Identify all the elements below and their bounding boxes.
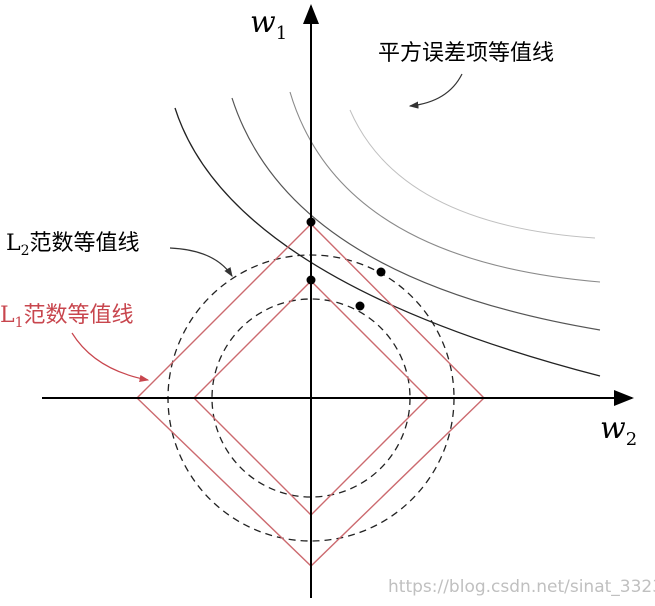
squared-error-pointer-arrow <box>408 73 463 109</box>
point-right-outer <box>376 267 386 277</box>
squared-error-label: 平方误差项等值线 <box>378 41 554 66</box>
l2-subscript: 2 <box>21 243 30 259</box>
watermark: https://blog.csdn.net/sinat_33231573 <box>388 577 655 597</box>
w1-axis-label: w1 <box>250 5 287 44</box>
w2-letter: w <box>600 411 626 446</box>
axes <box>42 4 634 598</box>
squared-error-contours <box>174 91 601 377</box>
point-upper <box>306 275 316 285</box>
l2-letter: L <box>6 231 21 256</box>
l2-label: L2范数等值线 <box>6 231 140 259</box>
w2-subscript: 2 <box>626 429 637 450</box>
l2-pointer-arrow <box>169 247 233 278</box>
contour-arc-2 <box>231 97 601 331</box>
w1-subscript: 1 <box>276 23 287 44</box>
l1-pointer-arrow <box>71 332 150 382</box>
tangency-points <box>306 217 386 311</box>
l1-label: L1范数等值线 <box>0 303 134 331</box>
point-top <box>306 217 316 227</box>
l1-text: 范数等值线 <box>24 303 134 328</box>
w1-letter: w <box>250 5 276 40</box>
w2-axis-label: w2 <box>600 411 637 450</box>
contour-arc-3 <box>289 91 601 283</box>
point-right-inner <box>355 301 365 311</box>
l1-subscript: 1 <box>15 315 24 331</box>
contour-arc-1 <box>174 107 601 377</box>
l2-text: 范数等值线 <box>30 231 140 256</box>
l1-letter: L <box>0 303 15 328</box>
contour-arc-4 <box>349 109 596 239</box>
